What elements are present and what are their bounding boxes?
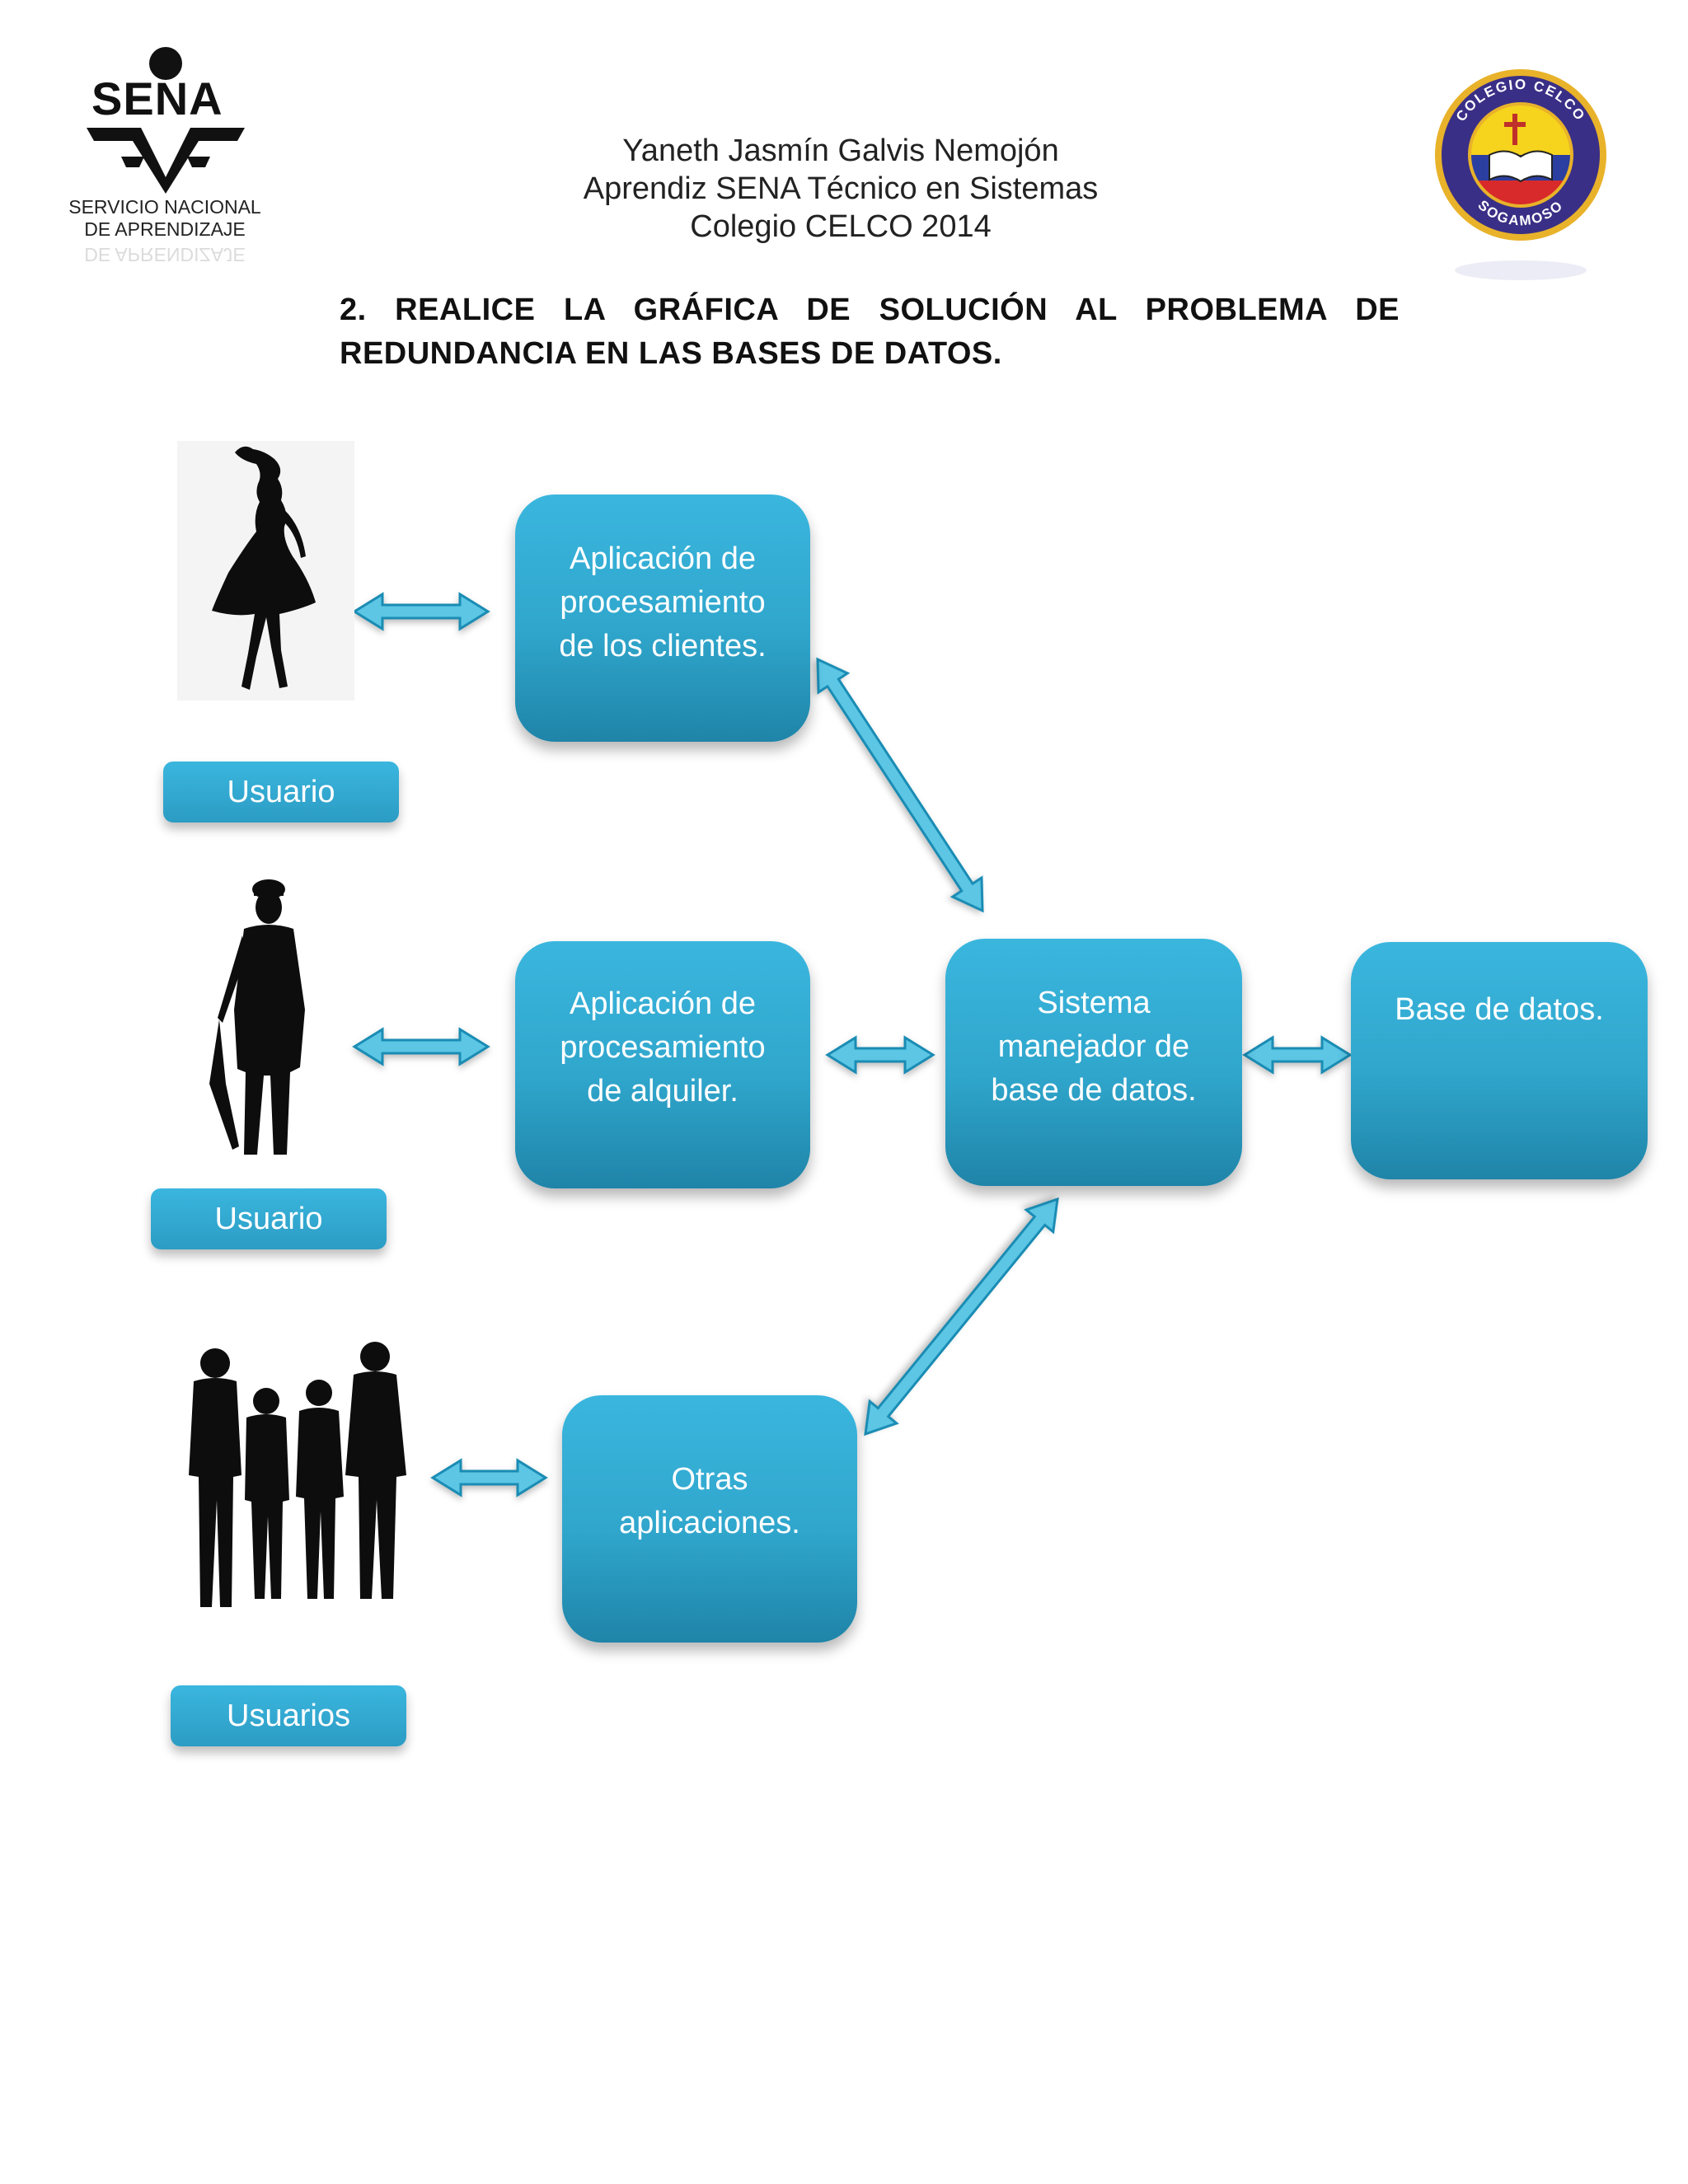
sena-emblem-icon: [87, 47, 245, 194]
dbms-box: Sistema manejador de base de datos.: [945, 939, 1242, 1186]
group-silhouette-icon: [189, 1342, 406, 1607]
arrow-dbms-to-database: [1242, 1035, 1353, 1075]
users-label-3: Usuarios: [171, 1685, 406, 1746]
sena-logo: SENA SERVICIO NACIONAL DE APRENDIZAJE DE…: [62, 45, 268, 293]
arrow-user2-to-rental-app: [352, 1027, 490, 1066]
author-school: Colegio CELCO 2014: [690, 209, 992, 244]
client-processing-app-box: Aplicación de procesamiento de los clien…: [515, 494, 810, 742]
author-name: Yaneth Jasmín Galvis Nemojón: [622, 134, 1059, 168]
arrow-user1-to-client-app: [352, 592, 490, 631]
arrow-client-app-to-dbms: [816, 657, 984, 913]
man-with-umbrella-silhouette-icon: [209, 879, 305, 1155]
author-role: Aprendiz SENA Técnico en Sistemas: [583, 171, 1099, 206]
user-label-2: Usuario: [151, 1188, 387, 1249]
sena-logo-subtitle: SERVICIO NACIONAL DE APRENDIZAJE: [68, 196, 261, 240]
arrow-dbms-to-other-apps: [864, 1197, 1059, 1436]
rental-processing-app-box: Aplicación de procesamiento de alquiler.: [515, 941, 810, 1188]
celco-crest-icon: COLEGIO CELCO SOGAMOSO: [1435, 69, 1606, 280]
question-heading: 2. REALICE LA GRÁFICA DE SOLUCIÓN AL PRO…: [340, 293, 1400, 371]
woman-silhouette-icon: [177, 441, 354, 701]
database-box: Base de datos.: [1351, 942, 1648, 1179]
other-apps-box: Otras aplicaciones.: [562, 1395, 857, 1643]
celco-logo: COLEGIO CELCO SOGAMOSO: [1430, 64, 1611, 287]
author-header: Yaneth Jasmín Galvis Nemojón Aprendiz SE…: [511, 132, 1170, 246]
arrow-rental-app-to-dbms: [825, 1035, 935, 1075]
arrow-users3-to-other-apps: [430, 1458, 548, 1497]
sena-logo-name: SENA: [91, 73, 223, 124]
user-label-1: Usuario: [163, 762, 399, 823]
